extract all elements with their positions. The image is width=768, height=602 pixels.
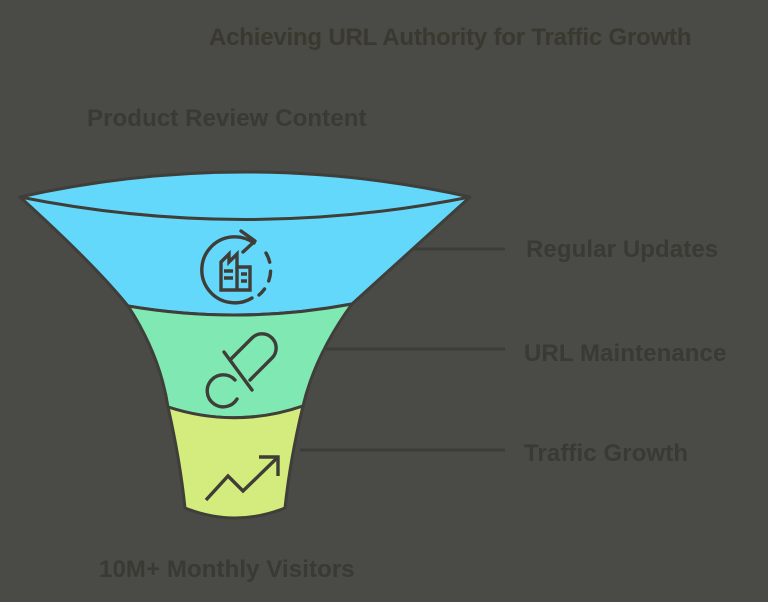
- funnel-stage-bottom: [166, 404, 305, 520]
- trending-up-icon: [204, 455, 280, 502]
- stage-label-traffic-growth: Traffic Growth: [524, 440, 689, 467]
- page-title: Achieving URL Authority for Traffic Grow…: [209, 24, 692, 51]
- funnel-output-label: 10M+ Monthly Visitors: [99, 556, 355, 583]
- stage-label-regular-updates: Regular Updates: [526, 236, 719, 263]
- funnel-stage-top: [18, 170, 472, 317]
- unlink-icon: [205, 332, 278, 409]
- refresh-building-icon: [200, 229, 273, 305]
- funnel-stage-middle: [126, 302, 354, 420]
- funnel-input-label: Product Review Content: [87, 105, 367, 132]
- stage-label-url-maintenance: URL Maintenance: [524, 340, 727, 367]
- funnel-rim: [19, 195, 471, 221]
